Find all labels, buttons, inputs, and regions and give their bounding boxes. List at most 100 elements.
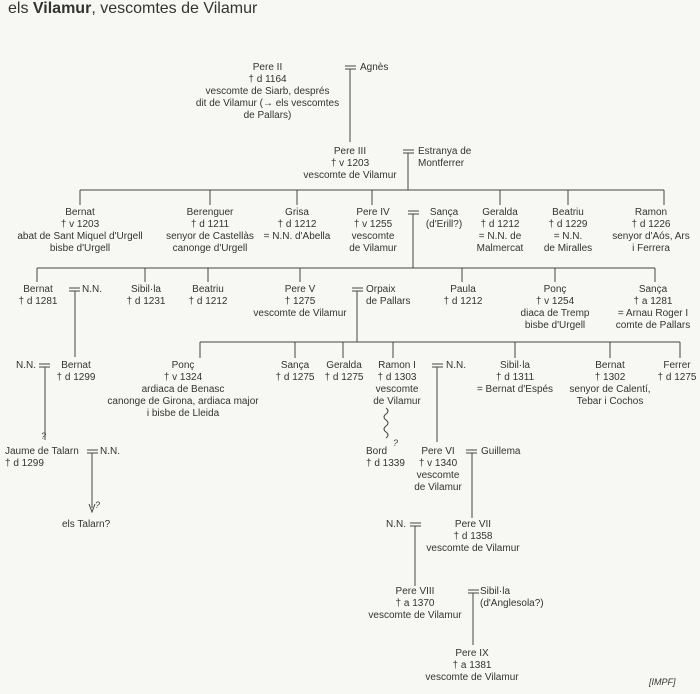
person-bernat-1299: Bernat† d 1299 [50, 360, 102, 384]
person-detail-line: vescomte de Vilamur [368, 610, 462, 621]
person-detail-line: † v 1255 [353, 219, 393, 230]
person-nn-4: N.N. [100, 446, 120, 458]
person-detail-line: † d 1212 [443, 296, 483, 307]
person-detail-line: † d 1311 [495, 372, 535, 383]
person-name: Geralda [326, 360, 362, 371]
person-bernat-1281: Bernat† d 1281 [12, 284, 64, 308]
person-paula: Paula† d 1212 [435, 284, 491, 308]
person-detail-line: † d 1303 [377, 372, 417, 383]
person-nn-1: N.N. [82, 284, 102, 296]
person-agnes: Agnès [360, 62, 388, 74]
person-name: Pere VIII [395, 586, 435, 597]
person-grisa: Grisa† d 1212= N.N. d'Abella [252, 207, 342, 243]
person-detail-line: † d 1211 [190, 219, 230, 230]
person-detail-line: ardiaca de Benasc [141, 384, 225, 395]
person-detail-line: † d 1212 [188, 296, 228, 307]
uncertain-mark: ? [41, 431, 46, 441]
person-detail-line: † d 1275 [275, 372, 315, 383]
person-name: Paula [450, 284, 476, 295]
person-detail-line: vescomte de Vilamur [253, 308, 347, 319]
person-detail-line: (d'Anglesola?) [480, 598, 544, 609]
page-title: els Vilamur, vescomtes de Vilamur [8, 0, 257, 18]
person-name: Beatriu [192, 284, 224, 295]
person-name: Ponç [543, 284, 567, 295]
person-detail-line: vescomte de Vilamur [425, 672, 519, 683]
person-detail-line: † d 1226 [631, 219, 671, 230]
person-detail-line: abat de Sant Miquel d'Urgell [17, 231, 143, 242]
person-detail-line: † 1275 [284, 296, 316, 307]
person-name: Bernat [65, 207, 95, 218]
person-detail-line: = N.N. [553, 231, 583, 242]
person-name: Agnès [360, 62, 389, 73]
person-name: Grisa [285, 207, 309, 218]
person-sibilla-1311: Sibil·la† d 1311= Bernat d'Espés [470, 360, 560, 396]
title-house-name: Vilamur [32, 0, 92, 17]
person-name: Pere VII [454, 519, 492, 530]
person-name: Sibil·la [499, 360, 530, 371]
person-name: Sança [280, 360, 310, 371]
person-sanca-erill: Sança(d'Erill?) [418, 207, 470, 231]
person-detail-line: de Pallars [366, 296, 411, 307]
person-detail-line: de Vilamur [349, 243, 397, 254]
person-detail-line: vescomte [416, 470, 460, 481]
person-nn-3: N.N. [446, 360, 466, 372]
person-detail-line: de Miralles [543, 243, 593, 254]
person-detail-line: Tebar i Cochos [576, 396, 644, 407]
person-sibilla-anglesola: Sibil·la(d'Anglesola?) [480, 586, 544, 610]
person-detail-line: vescomte [375, 384, 419, 395]
person-detail-line: diaca de Tremp [520, 308, 590, 319]
person-name: Geralda [482, 207, 518, 218]
person-ferrer: Ferrer† d 1275 [655, 360, 699, 384]
person-detail-line: † d 1299 [56, 372, 96, 383]
person-name: Pere III [333, 146, 367, 157]
person-jaume-de-talarn: Jaume de Talarn† d 1299 [5, 446, 79, 470]
person-detail-line: bisbe d'Urgell [524, 320, 586, 331]
uncertain-mark: ? [393, 438, 398, 448]
person-name: Ferrer [663, 360, 691, 371]
person-name: Bernat [61, 360, 91, 371]
person-detail-line: = Arnau Roger I [617, 308, 689, 319]
person-name: els Talarn? [62, 519, 111, 530]
person-detail-line: † d 1275 [324, 372, 364, 383]
person-detail-line: † v 1324 [163, 372, 203, 383]
person-detail-line: i bisbe de Lleida [146, 408, 220, 419]
person-detail-line: de Vilamur [414, 482, 462, 493]
person-detail-line: vescomte de Vilamur [303, 170, 397, 181]
person-detail-line: † d 1212 [277, 219, 317, 230]
uncertain-mark: ? [95, 500, 100, 510]
person-detail-line: † d 1275 [657, 372, 697, 383]
person-detail-line: vescomte de Siarb, després [205, 86, 330, 97]
person-detail-line: = Bernat d'Espés [476, 384, 554, 395]
person-detail-line: † a 1381 [452, 660, 492, 671]
person-name: Pere IV [356, 207, 390, 218]
person-detail-line: Malmercat [476, 243, 524, 254]
person-detail-line: senyor de Calentí, [569, 384, 651, 395]
person-detail-line: † a 1281 [633, 296, 673, 307]
person-els-talarn: els Talarn? [62, 519, 110, 531]
person-name: N.N. [386, 519, 406, 530]
person-name: N.N. [16, 360, 36, 371]
person-detail-line: de Pallars) [243, 110, 292, 121]
person-geralda-1275: Geralda† d 1275 [320, 360, 368, 384]
person-detail-line: de Vilamur [373, 396, 421, 407]
person-detail-line: † d 1212 [480, 219, 520, 230]
person-name: Pere II [252, 62, 283, 73]
person-detail-line: † v 1203 [330, 158, 370, 169]
person-detail-line: Montferrer [418, 158, 465, 169]
person-detail-line: = N.N. d'Abella [263, 231, 331, 242]
person-detail-line: = N.N. de [478, 231, 522, 242]
person-name: Sibil·la [130, 284, 161, 295]
